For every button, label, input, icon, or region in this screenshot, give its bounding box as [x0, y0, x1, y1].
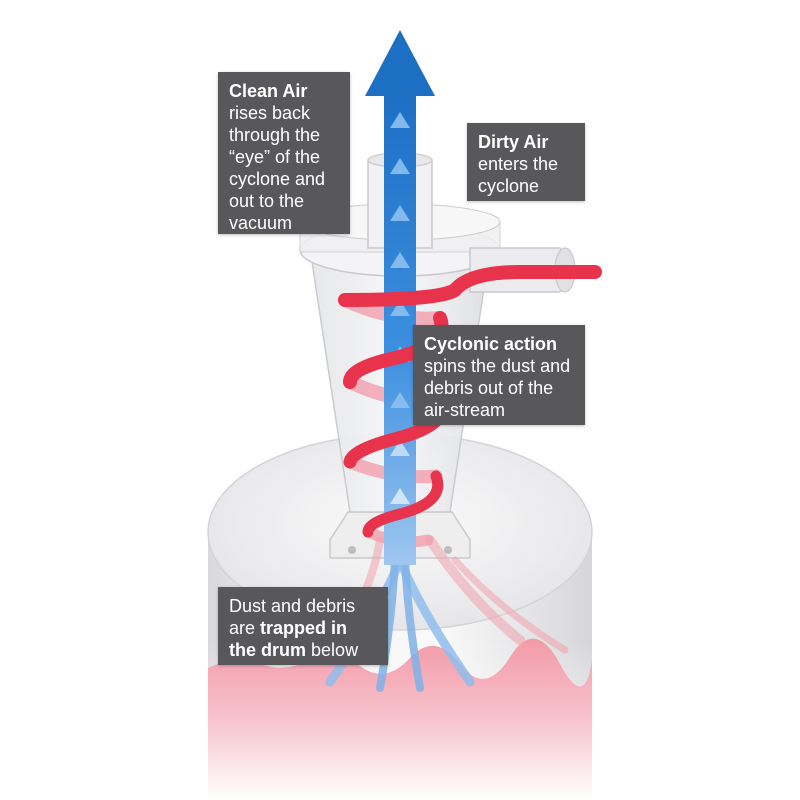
dust-debris-bold: trapped in the drum — [229, 618, 348, 660]
dust-debris-callout: Dust and debris are trapped in the drum … — [218, 587, 388, 665]
dust-debris-text-1: Dust and debris are — [229, 596, 356, 638]
dust-debris-text-2: below — [311, 640, 359, 660]
clean-air-body: rises back through the “eye” of the cycl… — [229, 103, 326, 233]
dirty-air-title: Dirty Air — [478, 132, 549, 152]
cyclonic-action-callout: Cyclonic action spins the dust and debri… — [413, 325, 585, 425]
cyclonic-action-title: Cyclonic action — [424, 334, 558, 354]
debris-pile — [208, 638, 592, 800]
clean-air-arrow — [325, 30, 475, 692]
cyclonic-action-body: spins the dust and debris out of the air… — [424, 356, 571, 420]
dirty-air-body: enters the cyclone — [478, 154, 559, 196]
dirty-air-callout: Dirty Air enters the cyclone — [467, 123, 585, 201]
clean-air-title: Clean Air — [229, 81, 308, 101]
clean-air-callout: Clean Air rises back through the “eye” o… — [218, 72, 350, 234]
